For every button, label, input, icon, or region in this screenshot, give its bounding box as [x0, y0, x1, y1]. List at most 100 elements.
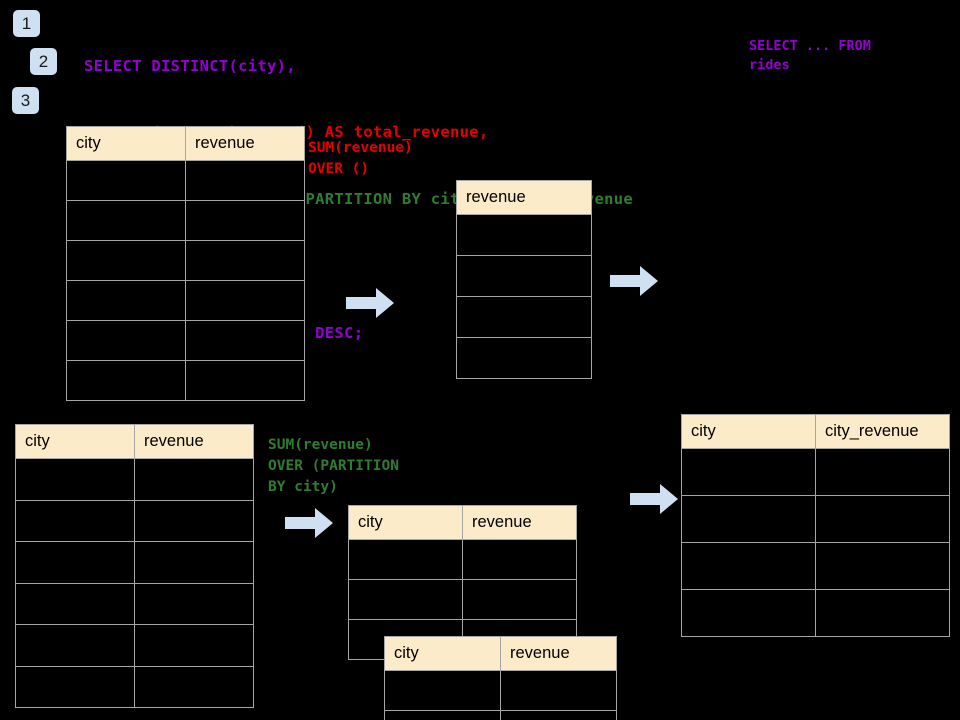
annotation-sum-over-partition: SUM(revenue) OVER (PARTITION BY city) — [268, 437, 399, 495]
cell-revenue — [134, 458, 254, 501]
column-header-revenue: revenue — [185, 126, 305, 161]
step-badge-1: 1 — [13, 10, 40, 37]
cell-city — [681, 542, 816, 590]
table-row — [456, 337, 592, 379]
cell-city — [15, 458, 135, 501]
table-row — [66, 160, 305, 201]
step-badge-3: 3 — [12, 87, 39, 114]
table-row — [681, 495, 950, 543]
table-total-revenue: revenue — [456, 180, 592, 379]
cell-city-revenue — [815, 589, 950, 637]
cell-revenue — [462, 579, 577, 620]
column-header-city: city — [681, 414, 816, 449]
annotation-select-from-rides: SELECT ... FROM rides — [749, 38, 871, 73]
cell-city — [66, 200, 186, 241]
cell-revenue — [134, 582, 254, 625]
cell-city-revenue — [815, 495, 950, 543]
cell-city — [681, 495, 816, 543]
cell-revenue — [185, 320, 305, 361]
table-row — [15, 499, 254, 542]
cell-city-revenue — [815, 542, 950, 590]
table-row — [681, 589, 950, 637]
cell-revenue — [185, 160, 305, 201]
cell-revenue — [500, 670, 617, 711]
cell-city — [15, 582, 135, 625]
cell-city — [15, 541, 135, 584]
table-row — [66, 240, 305, 281]
table-row — [681, 542, 950, 590]
table-header-row: city revenue — [348, 505, 577, 540]
table-row — [15, 541, 254, 584]
arrow-right-icon — [630, 484, 678, 514]
column-header-revenue: revenue — [134, 424, 254, 459]
column-header-city: city — [384, 636, 501, 671]
cell-revenue — [185, 360, 305, 401]
cell-revenue — [462, 539, 577, 580]
cell-city — [66, 240, 186, 281]
cell-revenue — [185, 280, 305, 321]
cell-city-revenue — [815, 448, 950, 496]
arrow-right-icon — [610, 266, 658, 296]
cell-city — [66, 280, 186, 321]
cell-city — [348, 539, 463, 580]
table-row — [456, 214, 592, 256]
table-header-row: city revenue — [15, 424, 254, 459]
table-row — [384, 670, 617, 711]
cell-revenue — [456, 296, 592, 338]
table-row — [15, 582, 254, 625]
table-rides-top: city revenue — [66, 126, 305, 401]
cell-city — [681, 448, 816, 496]
cell-revenue — [456, 214, 592, 256]
column-header-revenue: revenue — [462, 505, 577, 540]
step-badge-2: 2 — [30, 48, 57, 75]
column-header-city: city — [348, 505, 463, 540]
cell-revenue — [500, 710, 617, 720]
table-partition-back: city revenue — [348, 505, 577, 660]
cell-revenue — [134, 541, 254, 584]
cell-city — [15, 624, 135, 667]
column-header-city: city — [66, 126, 186, 161]
cell-city — [66, 320, 186, 361]
table-row — [15, 624, 254, 667]
sql-line-1: SELECT DISTINCT(city), — [84, 56, 296, 75]
cell-city — [681, 589, 816, 637]
table-row — [66, 200, 305, 241]
cell-revenue — [456, 337, 592, 379]
table-header-row: city revenue — [384, 636, 617, 671]
table-row — [15, 665, 254, 708]
table-header-row: revenue — [456, 180, 592, 215]
column-header-revenue: revenue — [500, 636, 617, 671]
cell-revenue — [134, 499, 254, 542]
table-row — [681, 448, 950, 496]
table-row — [348, 579, 577, 620]
column-header-revenue: revenue — [456, 180, 592, 215]
cell-city — [66, 360, 186, 401]
table-row — [66, 320, 305, 361]
cell-revenue — [134, 665, 254, 708]
table-row — [15, 458, 254, 501]
cell-revenue — [185, 200, 305, 241]
arrow-right-icon — [285, 508, 333, 538]
arrow-right-icon — [346, 288, 394, 318]
cell-revenue — [456, 255, 592, 297]
cell-revenue — [185, 240, 305, 281]
table-row — [456, 296, 592, 338]
cell-city — [66, 160, 186, 201]
cell-city — [384, 670, 501, 711]
table-rides-bottom: city revenue — [15, 424, 254, 708]
table-partition-front: city revenue — [384, 636, 617, 720]
table-header-row: city revenue — [66, 126, 305, 161]
table-row — [456, 255, 592, 297]
cell-city — [15, 665, 135, 708]
column-header-city-revenue: city_revenue — [815, 414, 950, 449]
table-result: city city_revenue — [681, 414, 950, 637]
table-row — [66, 360, 305, 401]
cell-revenue — [134, 624, 254, 667]
table-row — [66, 280, 305, 321]
table-row — [348, 539, 577, 580]
table-header-row: city city_revenue — [681, 414, 950, 449]
column-header-city: city — [15, 424, 135, 459]
cell-city — [384, 710, 501, 720]
table-row — [384, 710, 617, 720]
